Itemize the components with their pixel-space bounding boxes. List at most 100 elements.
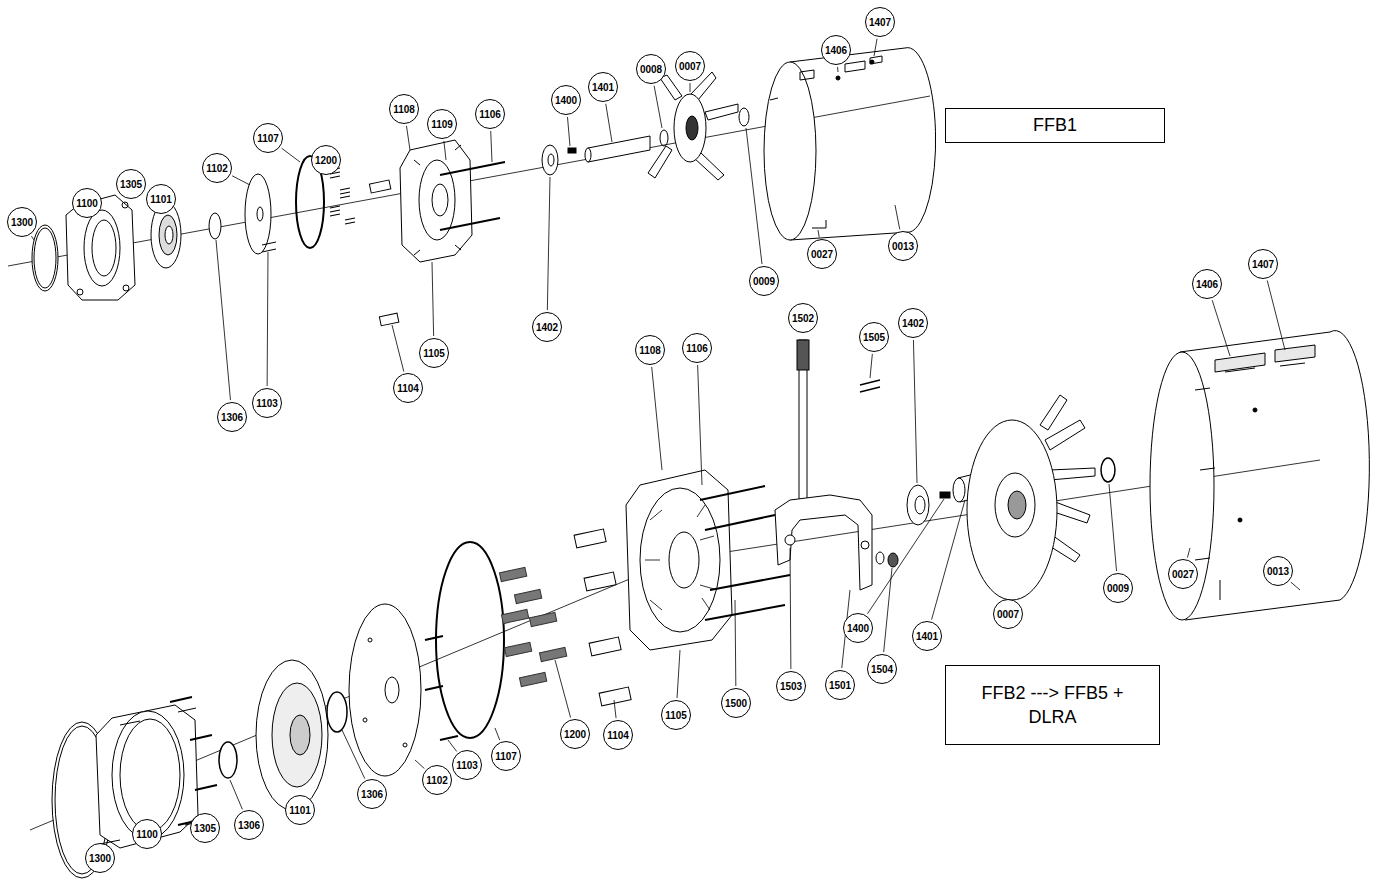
leader-line — [1291, 582, 1300, 590]
callout-number: 1105 — [423, 348, 445, 359]
callout-circle: 1109 — [427, 109, 457, 139]
callout-circle: 1402 — [898, 308, 928, 338]
leader-line — [698, 365, 702, 485]
callout-number: 1102 — [426, 775, 448, 786]
leader-line — [867, 499, 944, 614]
leader-line — [1187, 548, 1190, 558]
callout-number: 1300 — [11, 217, 33, 228]
leader-line — [895, 205, 900, 229]
callout-circle: 0007 — [675, 51, 705, 81]
callout-number: 1102 — [206, 163, 228, 174]
callout-circle: 1103 — [252, 388, 282, 418]
leader-line — [746, 128, 762, 264]
callout-number: 1401 — [592, 82, 614, 93]
leader-line — [652, 367, 662, 470]
leader-line — [555, 660, 571, 718]
callout-circle: 1100 — [72, 188, 102, 218]
callout-number: 0013 — [1267, 566, 1289, 577]
callout-circle: 1406 — [1192, 269, 1222, 299]
callout-number: 1402 — [902, 318, 924, 329]
callout-circle: 1407 — [1248, 249, 1278, 279]
callout-number: 0009 — [1107, 583, 1129, 594]
callout-circle: 1402 — [532, 312, 562, 342]
callout-circle: 0007 — [993, 599, 1023, 629]
callout-number: 1100 — [76, 198, 98, 209]
callout-circle: 0009 — [749, 266, 779, 296]
leader-line — [654, 86, 662, 128]
callout-number: 1407 — [869, 17, 891, 28]
callout-number: 1402 — [536, 322, 558, 333]
callout-circle: 1305 — [116, 169, 146, 199]
callout-circle: 1102 — [202, 153, 232, 183]
leader-line — [677, 650, 680, 698]
callout-number: 1305 — [120, 179, 142, 190]
callout-circle: 1505 — [859, 322, 889, 352]
leader-line — [690, 83, 691, 92]
leader-line — [444, 141, 446, 160]
callout-circle: 1305 — [190, 813, 220, 843]
callout-number: 1200 — [315, 155, 337, 166]
variant-label: FFB1 — [1033, 113, 1077, 137]
callout-number: 1106 — [479, 109, 501, 120]
callout-number: 1108 — [639, 345, 661, 356]
callout-number: 1103 — [256, 398, 278, 409]
leader-line — [547, 177, 550, 310]
callout-number: 1502 — [792, 313, 814, 324]
leader-line — [567, 117, 570, 146]
leader-line — [614, 700, 616, 718]
callout-circle: 1200 — [560, 719, 590, 749]
callout-number: 1406 — [1196, 279, 1218, 290]
leader-line — [884, 568, 892, 652]
callout-circle: 1101 — [285, 795, 315, 825]
leader-line — [1212, 300, 1230, 356]
callout-number: 1407 — [1252, 259, 1274, 270]
callout-number: 1305 — [194, 823, 216, 834]
callout-number: 1104 — [397, 383, 419, 394]
callout-circle: 1503 — [776, 671, 806, 701]
callout-circle: 1306 — [234, 810, 264, 840]
callout-circle: 1502 — [788, 303, 818, 333]
callout-circle: 1300 — [85, 843, 115, 873]
leader-line — [1109, 484, 1117, 571]
callout-number: 1107 — [495, 751, 517, 762]
callout-circle: 1103 — [452, 750, 482, 780]
callout-number: 1306 — [238, 820, 260, 831]
callout-number: 1306 — [221, 412, 243, 423]
variant-box: FFB2 ---> FFB5 + DLRA — [945, 665, 1160, 745]
callout-number: 1400 — [555, 95, 577, 106]
callout-circle: 1106 — [682, 333, 712, 363]
callout-number: 0009 — [753, 276, 775, 287]
callout-circle: 1108 — [635, 335, 665, 365]
callout-number: 1109 — [431, 119, 453, 130]
callout-circle: 1107 — [491, 741, 521, 771]
callout-circle: 1100 — [132, 819, 162, 849]
leader-line — [837, 67, 838, 72]
callout-number: 1106 — [686, 343, 708, 354]
callout-circle: 1108 — [389, 94, 419, 124]
callout-circle: 1104 — [393, 373, 423, 403]
leader-line — [282, 148, 300, 162]
callout-number: 0013 — [892, 241, 914, 252]
callout-circle: 1105 — [419, 338, 449, 368]
leader-line — [406, 126, 410, 150]
callout-circle: 1406 — [821, 35, 851, 65]
leader-line — [913, 340, 917, 483]
leader-line — [230, 780, 242, 809]
callout-circle: 1105 — [661, 700, 691, 730]
callout-number: 1505 — [863, 332, 885, 343]
callout-circle: 1200 — [311, 145, 341, 175]
callout-number: 1104 — [607, 730, 629, 741]
callout-number: 1400 — [847, 623, 869, 634]
callout-number: 1100 — [136, 829, 158, 840]
callout-number: 1300 — [89, 853, 111, 864]
callout-number: 0007 — [997, 609, 1019, 620]
leader-line — [874, 39, 877, 56]
callout-number: 1108 — [393, 104, 415, 115]
callout-number: 0027 — [1172, 569, 1194, 580]
callout-circle: 1107 — [253, 123, 283, 153]
callout-circle: 1300 — [7, 207, 37, 237]
leader-line — [870, 354, 872, 378]
callout-circle: 0013 — [1263, 556, 1293, 586]
